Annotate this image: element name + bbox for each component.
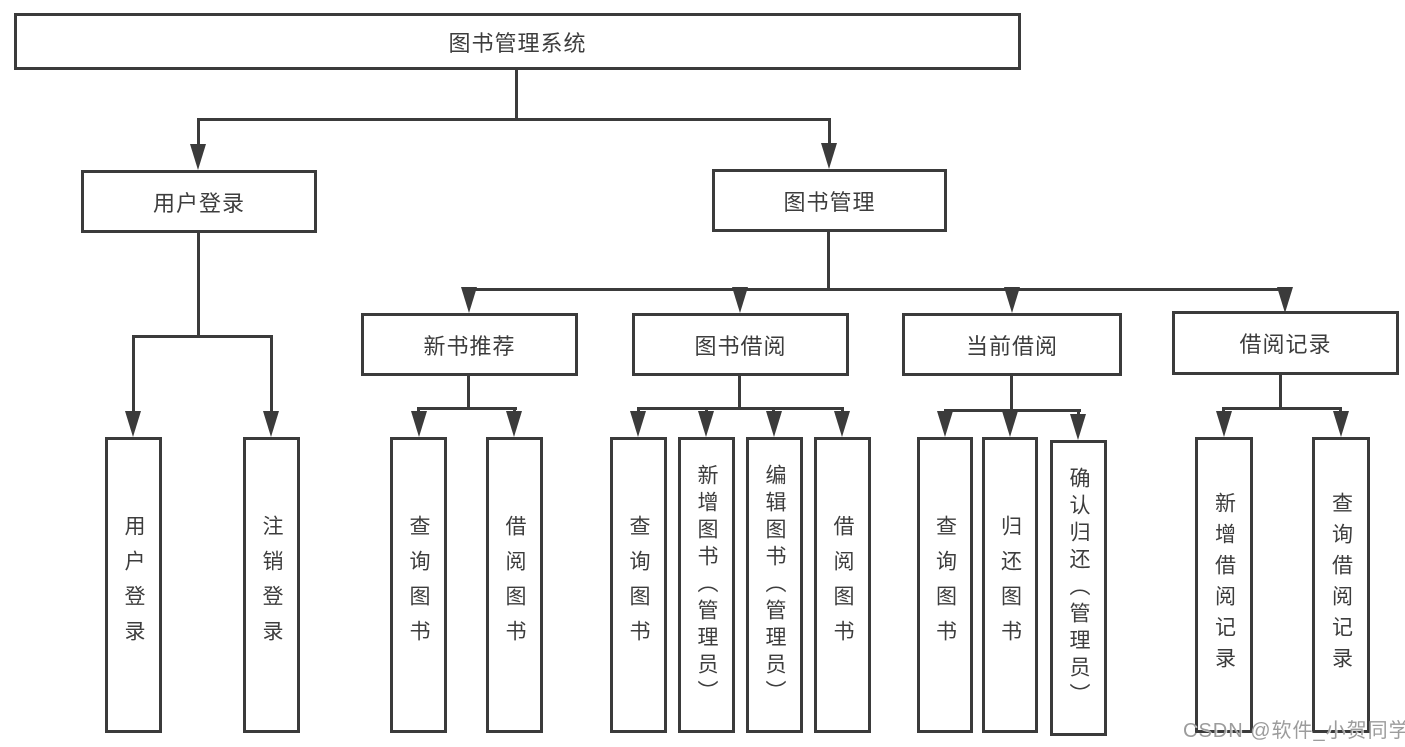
connector-borrow-record-bar bbox=[1222, 407, 1342, 410]
connector-book-borrow-bar bbox=[637, 407, 844, 410]
leaf-bb-add-books: 新增图书（管理员） bbox=[678, 437, 735, 733]
connector-book-mgmt-stem bbox=[827, 232, 830, 290]
arrow-down-icon bbox=[1333, 411, 1349, 437]
node-book-borrowing: 图书借阅 bbox=[632, 313, 849, 376]
leaf-logout: 注销登录 bbox=[243, 437, 300, 733]
arrow-down-icon bbox=[1216, 411, 1232, 437]
connector-current-borrow-bar bbox=[944, 409, 1081, 412]
connector-new-book-bar bbox=[417, 407, 517, 410]
leaf-cb-return-books: 归还图书 bbox=[982, 437, 1038, 733]
leaf-user-login: 用户登录 bbox=[105, 437, 162, 733]
arrow-down-icon bbox=[263, 411, 279, 437]
leaf-bb-edit-books: 编辑图书（管理员） bbox=[746, 437, 803, 733]
node-user-login: 用户登录 bbox=[81, 170, 317, 233]
connector-level3-bar bbox=[467, 288, 1286, 291]
arrow-down-icon bbox=[630, 411, 646, 437]
arrow-down-icon bbox=[821, 143, 837, 169]
connector-current-borrow-stem bbox=[1010, 376, 1013, 411]
arrow-down-icon bbox=[937, 411, 953, 437]
node-borrowing-records: 借阅记录 bbox=[1172, 311, 1399, 375]
arrow-down-icon bbox=[834, 411, 850, 437]
connector-user-login-bar bbox=[132, 335, 273, 338]
connector-root-stem bbox=[515, 70, 518, 120]
connector-book-borrow-stem bbox=[738, 376, 741, 409]
connector-user-login-stem bbox=[197, 233, 200, 337]
arrow-down-icon bbox=[411, 411, 427, 437]
connector-root-bar bbox=[197, 118, 831, 121]
connector-arrow-stem bbox=[132, 335, 135, 415]
connector-new-book-stem bbox=[467, 376, 470, 409]
leaf-br-search-record: 查询借阅记录 bbox=[1312, 437, 1370, 733]
arrow-down-icon bbox=[732, 287, 748, 313]
arrow-down-icon bbox=[1070, 414, 1086, 440]
connector-arrow-stem bbox=[828, 118, 831, 147]
arrow-down-icon bbox=[190, 144, 206, 170]
leaf-nb-borrow-books: 借阅图书 bbox=[486, 437, 543, 733]
connector-arrow-stem bbox=[270, 335, 273, 415]
leaf-cb-confirm-return: 确认归还（管理员） bbox=[1050, 440, 1107, 736]
arrow-down-icon bbox=[461, 287, 477, 313]
arrow-down-icon bbox=[1002, 411, 1018, 437]
arrow-down-icon bbox=[1004, 287, 1020, 313]
node-current-borrowing: 当前借阅 bbox=[902, 313, 1122, 376]
leaf-nb-search-books: 查询图书 bbox=[390, 437, 447, 733]
leaf-br-add-record: 新增借阅记录 bbox=[1195, 437, 1253, 733]
connector-arrow-stem bbox=[197, 118, 200, 148]
arrow-down-icon bbox=[1277, 287, 1293, 313]
leaf-bb-borrow-books: 借阅图书 bbox=[814, 437, 871, 733]
csdn-watermark: CSDN @软件_小贺同学 bbox=[1183, 720, 1405, 742]
connector-borrow-record-stem bbox=[1279, 375, 1282, 409]
leaf-cb-search-books: 查询图书 bbox=[917, 437, 973, 733]
arrow-down-icon bbox=[125, 411, 141, 437]
node-book-management: 图书管理 bbox=[712, 169, 947, 232]
arrow-down-icon bbox=[698, 411, 714, 437]
connector-arrow-stem bbox=[1077, 409, 1080, 417]
leaf-bb-search-books: 查询图书 bbox=[610, 437, 667, 733]
node-new-book-recommend: 新书推荐 bbox=[361, 313, 578, 376]
arrow-down-icon bbox=[766, 411, 782, 437]
node-root: 图书管理系统 bbox=[14, 13, 1021, 70]
arrow-down-icon bbox=[506, 411, 522, 437]
